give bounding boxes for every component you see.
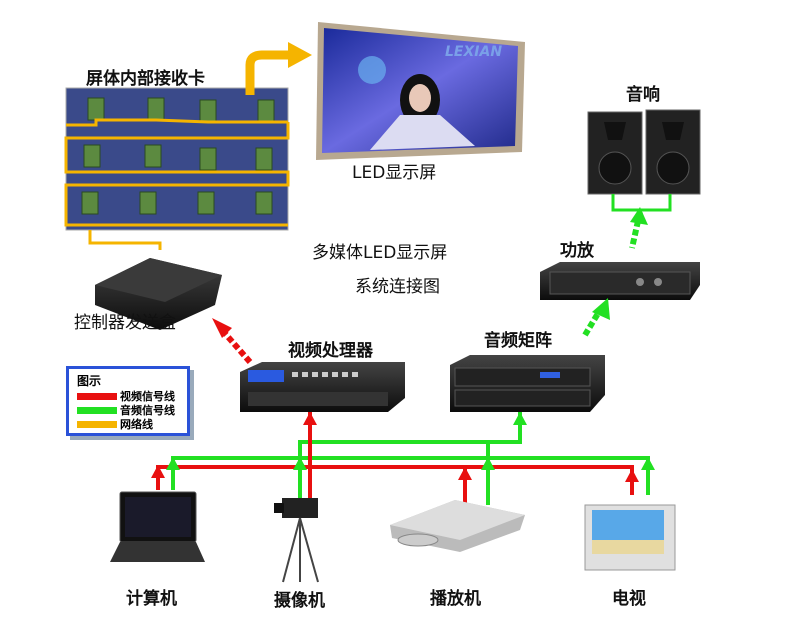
- video-processor-label: 视频处理器: [288, 341, 373, 361]
- audio-matrix: [450, 355, 605, 412]
- legend-swatch-red: [77, 392, 117, 400]
- legend-item-audio: 音频信号线: [77, 402, 175, 418]
- video-processor: [240, 362, 405, 412]
- screen-logo: LEXIAN: [445, 44, 502, 60]
- camera: [274, 498, 319, 583]
- speakers: [587, 109, 701, 195]
- legend-title: 图示: [77, 374, 102, 388]
- receiver-cards-label: 屏体内部接收卡: [86, 69, 205, 89]
- amplifier-label: 功放: [560, 241, 594, 261]
- network-arrow: [245, 50, 290, 95]
- led-screen: LEXIAN: [316, 22, 525, 160]
- dvd-player: [390, 500, 525, 552]
- legend-swatch-orange: [77, 420, 117, 428]
- audio-matrix-label: 音频矩阵: [484, 331, 552, 351]
- controller-box: [95, 258, 222, 330]
- amplifier: [540, 262, 700, 300]
- led-screen-label: LED显示屏: [352, 163, 437, 183]
- green-audio-lines: [171, 412, 650, 505]
- computer-label: 计算机: [126, 589, 177, 609]
- speakers-label: 音响: [626, 85, 660, 105]
- legend-swatch-green: [77, 406, 117, 414]
- tv: [584, 504, 676, 571]
- laptop: [110, 491, 205, 562]
- camera-label: 摄像机: [274, 591, 325, 611]
- controller-label: 控制器发送盒: [74, 313, 176, 333]
- diagram-title-line2: 系统连接图: [355, 277, 440, 297]
- legend-item-network: 网络线: [77, 416, 153, 432]
- diagram-title-line1: 多媒体LED显示屏: [312, 243, 448, 263]
- player-label: 播放机: [430, 589, 481, 609]
- tv-label: 电视: [612, 589, 646, 609]
- receiver-card-wall: [64, 87, 290, 250]
- legend: 图示 视频信号线 音频信号线 网络线: [66, 366, 190, 436]
- legend-item-video: 视频信号线: [77, 388, 175, 404]
